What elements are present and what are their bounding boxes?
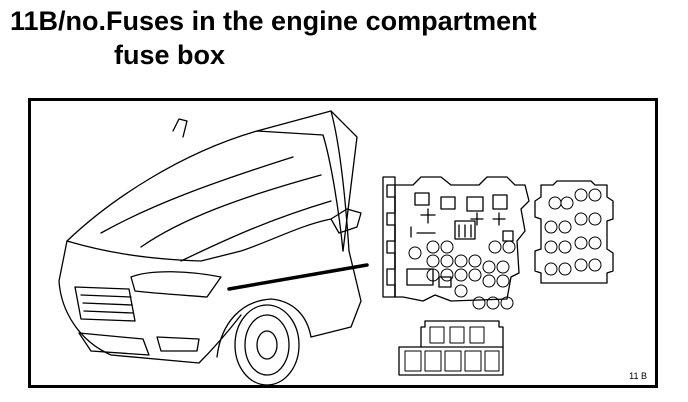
fuse-26-marker: [544, 262, 558, 276]
fuse-28-marker: [560, 196, 574, 210]
fuse-6-marker: [444, 350, 462, 372]
fuse-4-marker: [404, 350, 422, 372]
title-line-1: 11B/no.Fuses in the engine compartment: [10, 6, 537, 36]
fuse-35-marker: [426, 268, 440, 282]
fuse-18-marker: [544, 220, 558, 234]
fuse-5-marker: [424, 350, 442, 372]
fuse-47-marker: [486, 296, 500, 310]
fuse-24-marker: [574, 258, 588, 272]
fuse-43-marker: [482, 274, 496, 288]
fuse-46-marker: [472, 296, 486, 310]
fuse-7-marker: [464, 350, 482, 372]
fuse-20-marker: [574, 236, 588, 250]
fuse-29-marker: [426, 240, 440, 254]
car-illustration: [58, 110, 369, 385]
fuse-48-marker: [500, 296, 514, 310]
fuse-19-marker: [558, 220, 572, 234]
fuse-41-marker: [482, 260, 496, 274]
diagram-frame: 11 B: [28, 98, 658, 388]
fuse-36-marker: [440, 268, 454, 282]
fuse-50-marker: [502, 240, 516, 254]
fuse-49-marker: [488, 240, 502, 254]
fuse-23-marker: [558, 240, 572, 254]
fuse-8-marker: [484, 350, 500, 372]
bottom-fuse-box: [398, 320, 504, 376]
fuse-51-marker: [408, 246, 422, 260]
fuse-3-marker: [469, 326, 485, 344]
main-fuse-box: [382, 176, 530, 302]
fuse-2-marker: [449, 326, 465, 344]
fuse-42-marker: [496, 260, 510, 274]
fuse-33-marker: [426, 254, 440, 268]
fuse-21-marker: [588, 236, 602, 250]
fuse-37-marker: [454, 254, 468, 268]
page-title: 11B/no.Fuses in the engine compartment f…: [10, 4, 537, 72]
fuse-location-diagram: [58, 110, 614, 385]
fuse-16-marker: [574, 212, 588, 226]
fuse-45-marker: [454, 284, 468, 298]
fuse-38-marker: [454, 268, 468, 282]
fuse-34-marker: [440, 254, 454, 268]
fuse-39-marker: [468, 254, 482, 268]
fuse-13-marker: [574, 188, 588, 202]
fuse-44-marker: [496, 274, 510, 288]
fuse-15-marker: [548, 196, 562, 210]
fuse-27-marker: [558, 262, 572, 276]
fuse-14-marker: [588, 188, 602, 202]
fuse-40-marker: [468, 268, 482, 282]
fuse-22-marker: [544, 240, 558, 254]
fuse-1-marker: [429, 326, 445, 344]
fuse-30-marker: [440, 240, 454, 254]
title-line-2: fuse box: [114, 40, 226, 70]
fuse-25-marker: [588, 258, 602, 272]
diagram-reference-code: 11 B: [629, 371, 647, 381]
right-fuse-box: [534, 180, 614, 284]
fuse-17-marker: [588, 212, 602, 226]
